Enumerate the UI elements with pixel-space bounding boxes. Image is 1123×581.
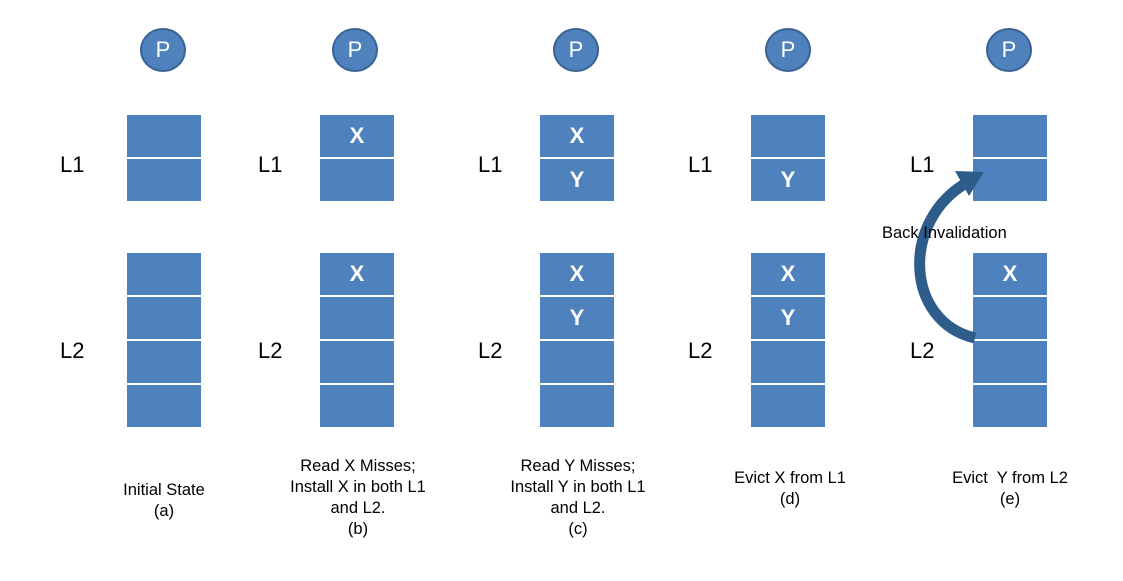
l2-block: X [320,253,394,297]
l2-cache: X Y [540,253,614,427]
panel-caption: Evict X from L1 (d) [700,468,880,510]
caption-line: Install Y in both L1 [510,478,646,496]
caption-line: Initial State [123,481,205,499]
l2-block [320,297,394,341]
caption-line: and L2. [550,499,606,517]
l2-block [320,341,394,385]
panel-c: P L1 X Y L2 X Y Read Y Misses; Install Y… [478,0,658,581]
processor-node: P [986,28,1032,72]
l1-cache [973,115,1047,201]
processor-node: P [553,28,599,72]
l1-cache: X Y [540,115,614,201]
l1-block [973,159,1047,201]
caption-line: (d) [779,490,801,508]
caption-line: and L2. [330,499,386,517]
l2-block [127,385,201,427]
l1-block: X [540,115,614,159]
l2-block [751,385,825,427]
l2-label: L2 [910,338,935,363]
l2-block: X [973,253,1047,297]
l2-block [973,385,1047,427]
l2-cache [127,253,201,427]
panel-b: P L1 X L2 X Read X Misses; Install X in … [258,0,438,581]
l2-block [751,341,825,385]
l2-cache: X Y [751,253,825,427]
l1-label: L1 [688,152,713,177]
l1-cache: Y [751,115,825,201]
l2-cache: X [973,253,1047,427]
l2-block: Y [540,297,614,341]
caption-line: (a) [153,502,175,520]
l2-block [973,297,1047,341]
l2-block [973,341,1047,385]
l2-block [540,385,614,427]
caption-line: Evict Y from L2 [952,469,1068,487]
caption-line: Read X Misses; [300,457,416,475]
l2-label: L2 [478,338,503,363]
l2-label: L2 [688,338,713,363]
panel-caption: Initial State (a) [74,480,254,522]
l2-block [540,341,614,385]
l2-label: L2 [258,338,283,363]
l1-block [973,115,1047,159]
caption-line: (b) [347,520,369,538]
l2-block [127,253,201,297]
caption-line: (c) [568,520,588,538]
l2-label: L2 [60,338,85,363]
l2-block [127,297,201,341]
caption-line: (e) [999,490,1021,508]
l1-label: L1 [258,152,283,177]
panel-caption: Read X Misses; Install X in both L1 and … [268,456,448,540]
l1-block [127,115,201,159]
panel-caption: Evict Y from L2 (e) [920,468,1100,510]
l2-cache: X [320,253,394,427]
l1-block [127,159,201,201]
caption-line: Read Y Misses; [520,457,636,475]
l2-block: X [751,253,825,297]
l1-label: L1 [478,152,503,177]
l1-cache [127,115,201,201]
panel-a: P L1 L2 Initial State (a) [60,0,240,581]
l2-block [320,385,394,427]
l1-block [751,115,825,159]
l2-block [127,341,201,385]
l1-cache: X [320,115,394,201]
l1-block [320,159,394,201]
l1-label: L1 [60,152,85,177]
processor-node: P [332,28,378,72]
l1-block: X [320,115,394,159]
back-invalidation-label: Back Invalidation [882,224,1007,242]
panel-d: P L1 Y L2 X Y Evict X from L1 (d) [688,0,868,581]
l1-block: Y [751,159,825,201]
l2-block: Y [751,297,825,341]
processor-node: P [765,28,811,72]
panel-e: P L1 L2 X Evict Y from L2 (e) [910,0,1090,581]
caption-line: Install X in both L1 [290,478,426,496]
l1-label: L1 [910,152,935,177]
l2-block: X [540,253,614,297]
caption-line: Evict X from L1 [734,469,846,487]
processor-node: P [140,28,186,72]
l1-block: Y [540,159,614,201]
panel-caption: Read Y Misses; Install Y in both L1 and … [488,456,668,540]
